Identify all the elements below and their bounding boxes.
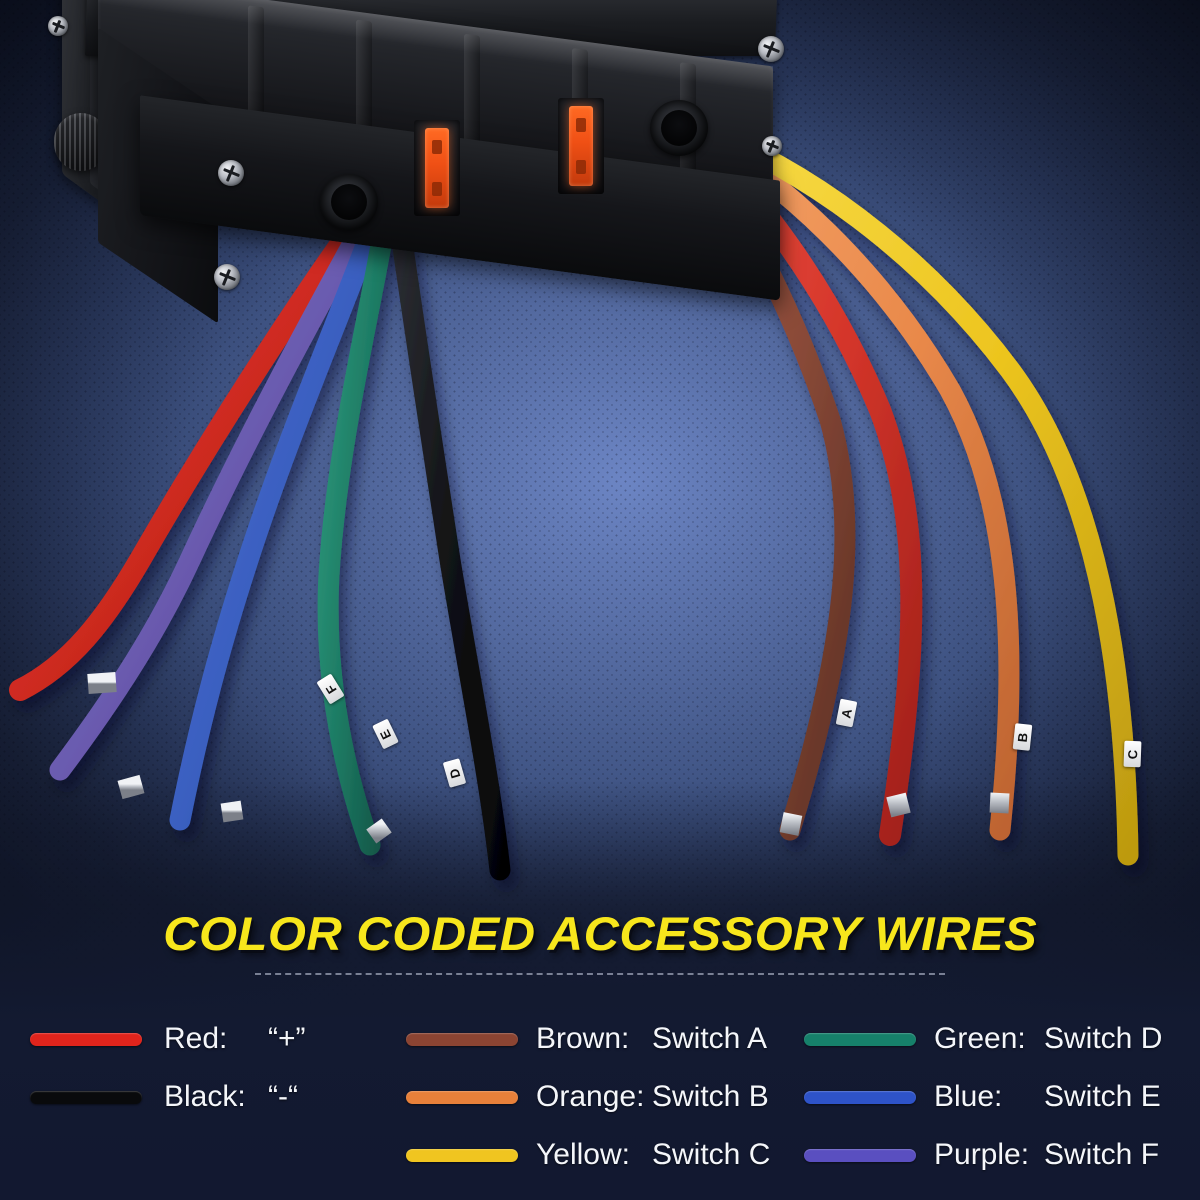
wire-tag-d-label: D bbox=[445, 766, 463, 780]
legend-name-orange: Orange: bbox=[536, 1080, 645, 1113]
legend-text-black: Black: “-“ bbox=[164, 1080, 298, 1114]
wire-tag-e-label: E bbox=[376, 726, 395, 742]
fuse-window-left[interactable] bbox=[414, 120, 460, 216]
legend-column-3: Green: Switch D Blue: Switch E Purple: S… bbox=[784, 1012, 1200, 1190]
legend-value-brown: Switch A bbox=[652, 1022, 768, 1055]
legend-name-purple: Purple: bbox=[934, 1138, 1030, 1171]
title-divider bbox=[255, 973, 945, 975]
legend-row-blue: Blue: Switch E bbox=[784, 1074, 1200, 1120]
wire-tag-f-label: F bbox=[322, 681, 339, 697]
legend-text-brown: Brown: Switch A bbox=[536, 1022, 767, 1056]
screw-right-lower bbox=[762, 136, 782, 156]
wire-tag-b: B bbox=[1012, 723, 1033, 751]
legend-row-red: Red: “+” bbox=[0, 1016, 392, 1062]
brown-swatch bbox=[406, 1032, 518, 1046]
legend-text-orange: Orange: Switch B bbox=[536, 1080, 769, 1114]
legend-value-red: “+” bbox=[268, 1022, 306, 1055]
legend-row-black: Black: “-“ bbox=[0, 1074, 392, 1120]
screw-bracket bbox=[48, 16, 68, 36]
wire-color-legend: Red: “+” Black: “-“ Brown: Switch A bbox=[0, 1012, 1200, 1187]
background-bottom-fade bbox=[0, 780, 1200, 1200]
green-swatch bbox=[804, 1032, 916, 1046]
legend-text-green: Green: Switch D bbox=[934, 1022, 1162, 1056]
legend-column-2: Brown: Switch A Orange: Switch B Yellow:… bbox=[392, 1012, 784, 1190]
blue-swatch bbox=[804, 1090, 916, 1104]
wire-tag-c: C bbox=[1123, 740, 1142, 768]
fuse-blade-left bbox=[425, 128, 449, 208]
black-swatch bbox=[30, 1090, 142, 1104]
legend-name-blue: Blue: bbox=[934, 1080, 1003, 1113]
purple-swatch bbox=[804, 1148, 916, 1162]
legend-row-yellow: Yellow: Switch C bbox=[392, 1132, 784, 1178]
orange-swatch bbox=[406, 1090, 518, 1104]
screw-front-left-upper bbox=[218, 160, 244, 186]
legend-value-black: “-“ bbox=[268, 1080, 298, 1113]
wire-grommet-left bbox=[320, 174, 378, 230]
legend-value-yellow: Switch C bbox=[652, 1138, 771, 1171]
fuse-window-right[interactable] bbox=[558, 98, 604, 194]
wire-tag-a-label: A bbox=[838, 706, 855, 720]
red-swatch bbox=[30, 1032, 142, 1046]
yellow-swatch bbox=[406, 1148, 518, 1162]
screw-front-left-lower bbox=[214, 264, 240, 290]
legend-value-purple: Switch F bbox=[1044, 1138, 1160, 1171]
wire-tag-c-label: C bbox=[1124, 749, 1141, 759]
legend-text-purple: Purple: Switch F bbox=[934, 1138, 1159, 1172]
legend-name-brown: Brown: bbox=[536, 1022, 630, 1055]
legend-text-yellow: Yellow: Switch C bbox=[536, 1138, 770, 1172]
page-title: COLOR CODED ACCESSORY WIRES bbox=[162, 907, 1038, 960]
fuse-blade-right bbox=[569, 106, 593, 186]
wire-tag-b-label: B bbox=[1014, 731, 1031, 743]
legend-row-orange: Orange: Switch B bbox=[392, 1074, 784, 1120]
legend-name-black: Black: bbox=[164, 1080, 246, 1113]
legend-row-green: Green: Switch D bbox=[784, 1016, 1200, 1062]
legend-text-blue: Blue: Switch E bbox=[934, 1080, 1161, 1114]
switch-panel-product-photo bbox=[0, 0, 820, 348]
screw-right-upper bbox=[758, 36, 784, 62]
legend-row-purple: Purple: Switch F bbox=[784, 1132, 1200, 1178]
legend-column-1: Red: “+” Black: “-“ bbox=[0, 1012, 392, 1190]
legend-name-green: Green: bbox=[934, 1022, 1026, 1055]
wire-grommet-right bbox=[650, 100, 708, 156]
legend-value-blue: Switch E bbox=[1044, 1080, 1161, 1113]
legend-text-red: Red: “+” bbox=[164, 1022, 306, 1056]
legend-row-brown: Brown: Switch A bbox=[392, 1016, 784, 1062]
legend-name-yellow: Yellow: bbox=[536, 1138, 630, 1171]
legend-name-red: Red: bbox=[164, 1022, 228, 1055]
legend-value-green: Switch D bbox=[1044, 1022, 1163, 1055]
legend-value-orange: Switch B bbox=[652, 1080, 769, 1113]
banner-title-area: COLOR CODED ACCESSORY WIRES bbox=[0, 906, 1200, 975]
